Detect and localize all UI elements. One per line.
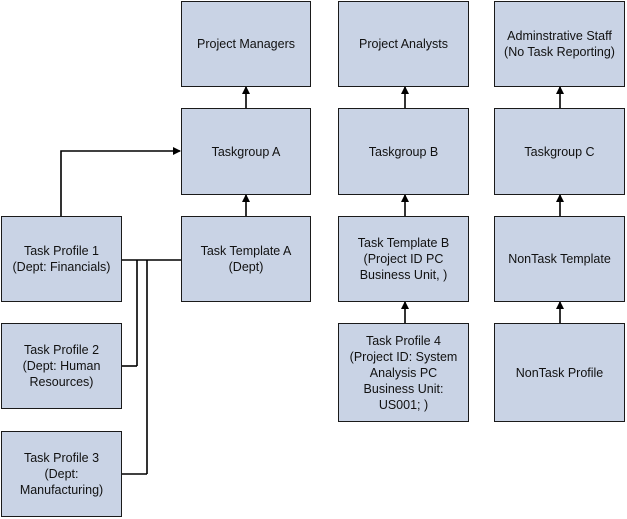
project-managers-box: Project Managers: [181, 1, 311, 87]
task-profile-1-box: Task Profile 1 (Dept: Financials): [1, 216, 122, 302]
task-template-a-box: Task Template A (Dept): [181, 216, 311, 302]
taskgroup-a-box: Taskgroup A: [181, 108, 311, 195]
project-analysts-box: Project Analysts: [338, 1, 469, 87]
taskgroup-b-box: Taskgroup B: [338, 108, 469, 195]
task-template-b-box: Task Template B (Project ID PC Business …: [338, 216, 469, 302]
task-profile-4-box: Task Profile 4 (Project ID: System Analy…: [338, 323, 469, 422]
admin-staff-box: Adminstrative Staff (No Task Reporting): [494, 1, 625, 87]
nontask-profile-box: NonTask Profile: [494, 323, 625, 422]
arrow-profile-1-to-taskgroup-a: [60, 147, 181, 216]
task-profile-2-box: Task Profile 2 (Dept: Human Resources): [1, 323, 122, 409]
task-profile-3-box: Task Profile 3 (Dept: Manufacturing): [1, 431, 122, 517]
nontask-template-box: NonTask Template: [494, 216, 625, 302]
taskgroup-c-box: Taskgroup C: [494, 108, 625, 195]
